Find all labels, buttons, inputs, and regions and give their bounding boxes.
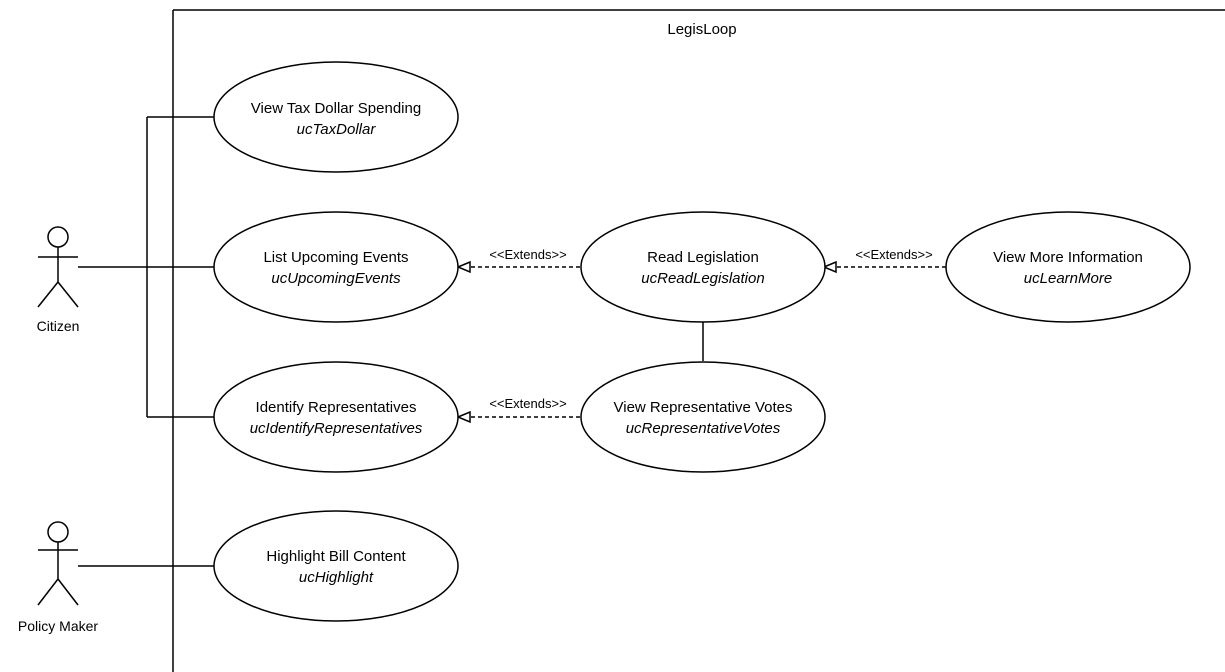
actor-label: Policy Maker <box>18 618 98 634</box>
extends-label: <<Extends>> <box>855 247 932 262</box>
use-case-id: ucLearnMore <box>1024 270 1112 287</box>
use-case-id: ucIdentifyRepresentatives <box>250 420 423 437</box>
open-arrowhead <box>456 260 471 274</box>
stick-figure-icon <box>37 226 79 308</box>
use-case-title: View Tax Dollar Spending <box>251 100 421 117</box>
extends-votes-identify: <<Extends>> <box>456 396 580 424</box>
use-case-id: ucRepresentativeVotes <box>626 420 781 437</box>
use-case-id: ucReadLegislation <box>641 270 764 287</box>
use-case-representative-votes[interactable]: View Representative Votes ucRepresentati… <box>580 361 826 473</box>
extends-label: <<Extends>> <box>489 396 566 411</box>
use-case-title: Highlight Bill Content <box>266 548 406 565</box>
extends-label: <<Extends>> <box>489 247 566 262</box>
actor-policy-maker[interactable]: Policy Maker <box>18 521 98 634</box>
actor-citizen[interactable]: Citizen <box>37 226 80 334</box>
use-case-id: ucTaxDollar <box>297 121 377 138</box>
use-case-title: View More Information <box>993 249 1143 266</box>
extends-read-events: <<Extends>> <box>456 247 580 274</box>
extends-learn-read: <<Extends>> <box>822 247 946 274</box>
system-name: LegisLoop <box>667 21 736 38</box>
use-case-title: Read Legislation <box>647 249 759 266</box>
system-boundary: LegisLoop <box>172 9 1225 672</box>
use-case-read-legislation[interactable]: Read Legislation ucReadLegislation <box>580 211 826 323</box>
use-case-title: Identify Representatives <box>256 399 417 416</box>
use-case-tax-dollar[interactable]: View Tax Dollar Spending ucTaxDollar <box>213 61 459 173</box>
use-case-id: ucUpcomingEvents <box>271 270 401 287</box>
use-case-upcoming-events[interactable]: List Upcoming Events ucUpcomingEvents <box>213 211 459 323</box>
open-arrowhead <box>456 410 471 424</box>
use-case-highlight-bill[interactable]: Highlight Bill Content ucHighlight <box>213 510 459 622</box>
use-case-title: View Representative Votes <box>614 399 793 416</box>
actor-label: Citizen <box>37 318 80 334</box>
stick-figure-icon <box>37 521 79 606</box>
use-case-learn-more[interactable]: View More Information ucLearnMore <box>945 211 1191 323</box>
use-case-title: List Upcoming Events <box>263 249 408 266</box>
use-case-id: ucHighlight <box>299 569 374 586</box>
associations <box>78 116 704 567</box>
use-case-identify-representatives[interactable]: Identify Representatives ucIdentifyRepre… <box>213 361 459 473</box>
open-arrowhead <box>822 260 837 274</box>
